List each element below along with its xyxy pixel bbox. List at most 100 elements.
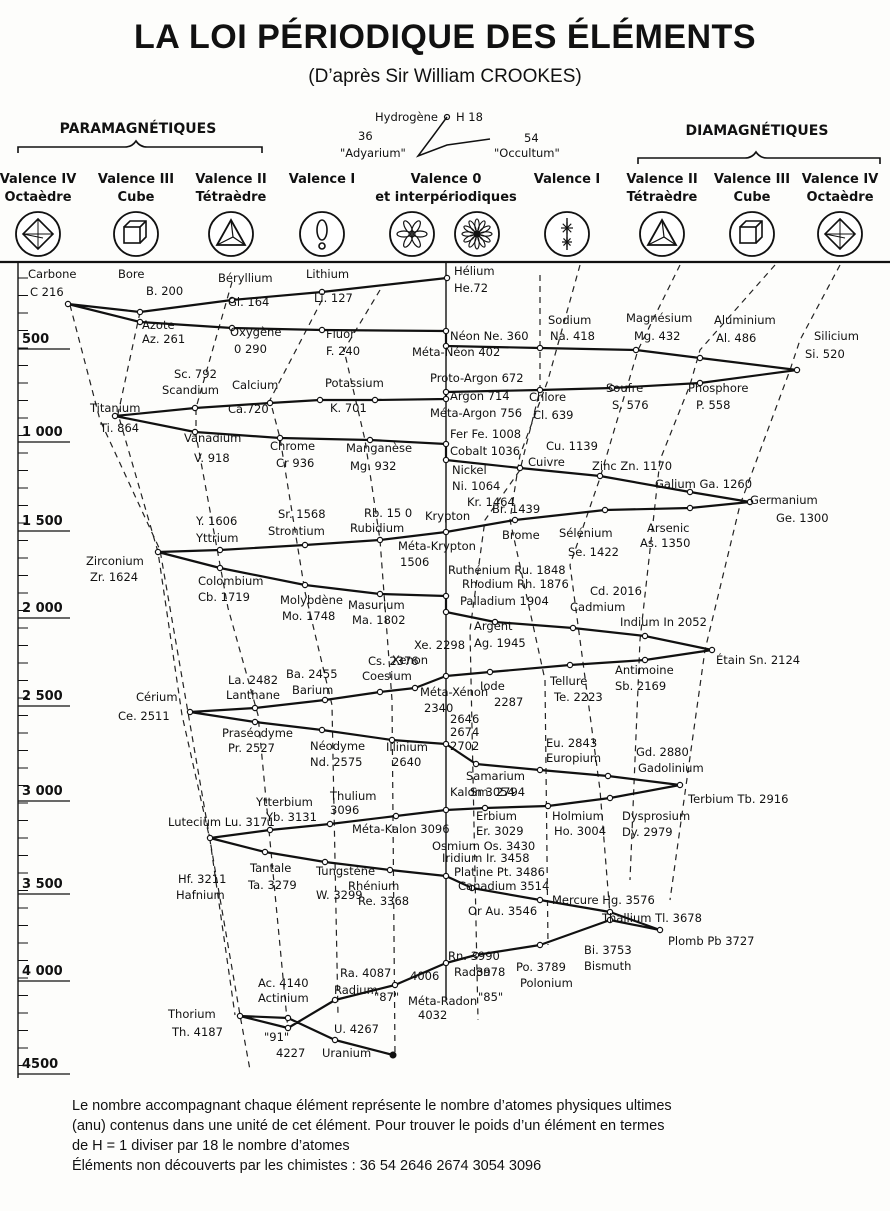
- element-label: Thulium: [329, 789, 376, 803]
- element-node: [388, 736, 396, 744]
- element-label: Plomb Pb 3727: [668, 934, 754, 948]
- element-label: He.72: [454, 281, 488, 295]
- element-label: Argent: [474, 619, 513, 633]
- element-label: Chlore: [529, 390, 566, 404]
- element-label: Sb. 2169: [615, 679, 666, 693]
- element-label: Nickel: [452, 463, 487, 477]
- axis-tick-label: 4500: [22, 1057, 58, 1072]
- element-label: Cd. 2016: [590, 584, 642, 598]
- column-header-line: Valence IV: [802, 172, 879, 187]
- element-node: [216, 546, 224, 554]
- column-header-line: Cube: [734, 190, 771, 205]
- element-label: Al. 486: [716, 331, 756, 345]
- element-label: Hf. 3211: [178, 872, 226, 886]
- element-label: Chrome: [270, 439, 315, 453]
- footer-line: Éléments non découverts par les chimiste…: [72, 1158, 542, 1174]
- element-label: Te. 2223: [553, 690, 603, 704]
- element-label: Br. 1439: [492, 502, 540, 516]
- element-label: V. 918: [194, 451, 230, 465]
- element-label: Ytterbium: [255, 795, 313, 809]
- element-node: [284, 1014, 292, 1022]
- element-label: U. 4267: [334, 1022, 379, 1036]
- hydrogen-branch: [415, 116, 491, 158]
- element-label: Samarium: [466, 769, 525, 783]
- element-label: 4227: [276, 1046, 305, 1060]
- element-label: Mg. 432: [634, 329, 680, 343]
- element-label: Mercure Hg. 3576: [552, 893, 655, 907]
- element-label: Cr 936: [276, 456, 314, 470]
- element-node: [442, 395, 450, 403]
- element-label: Osmium Os. 3430: [432, 839, 535, 853]
- cube-icon: [113, 211, 159, 257]
- element-node: [442, 672, 450, 680]
- element-label: Zinc Zn. 1170: [592, 459, 672, 473]
- element-node: [569, 624, 577, 632]
- element-label: Ba. 2455: [286, 667, 338, 681]
- column-header-line: Valence 0: [411, 172, 482, 187]
- flower-star-icon: [389, 211, 435, 257]
- element-label: Eu. 2843: [546, 736, 597, 750]
- element-node: [316, 396, 324, 404]
- element-label: Méta-Krypton: [398, 539, 476, 553]
- element-label: Titanium: [89, 401, 140, 415]
- element-node: [266, 399, 274, 407]
- element-node: [442, 440, 450, 448]
- element-node: [326, 820, 334, 828]
- element-node: [136, 308, 144, 316]
- element-node: [331, 996, 339, 1004]
- element-label: Mg. 932: [350, 459, 396, 473]
- element-node: [411, 684, 419, 692]
- element-label: Strontium: [268, 524, 325, 538]
- element-node: [606, 908, 614, 916]
- element-label: Ca.720: [228, 402, 269, 416]
- axis-tick-label: 2 000: [22, 601, 63, 616]
- element-label: La. 2482: [228, 673, 278, 687]
- element-label: Sélénium: [559, 526, 613, 540]
- element-label: Carbone: [28, 267, 77, 281]
- element-label: Tungstène: [315, 864, 375, 878]
- element-label: Se. 1422: [568, 545, 619, 559]
- element-label: Proto-Argon 672: [430, 371, 524, 385]
- column-header-line: Tétraèdre: [196, 190, 267, 205]
- element-node: [442, 959, 450, 967]
- element-node: [696, 354, 704, 362]
- element-label: Méta-Argon 756: [430, 406, 522, 420]
- element-label: Ac. 4140: [258, 976, 309, 990]
- element-node: [442, 806, 450, 814]
- element-label: 2702: [450, 739, 479, 753]
- element-label: W. 3299: [316, 888, 363, 902]
- column-header-line: Valence II: [626, 172, 697, 187]
- element-label: Kr. 1464: [467, 495, 515, 509]
- element-label: 1506: [400, 555, 429, 569]
- adyarium-name: "Adyarium": [340, 146, 406, 160]
- element-node: [318, 726, 326, 734]
- element-label: Hélium: [454, 264, 495, 278]
- element-node: [481, 804, 489, 812]
- element-node: [606, 794, 614, 802]
- element-node: [793, 366, 801, 374]
- element-label: Ag. 1945: [474, 636, 526, 650]
- element-node: [318, 288, 326, 296]
- element-node: [606, 916, 614, 924]
- element-label: Molybdène: [280, 593, 343, 607]
- element-node: [228, 324, 236, 332]
- element-node: [284, 1024, 292, 1032]
- column-guides: [69, 262, 841, 1071]
- element-label: Gl. 164: [228, 295, 269, 309]
- element-label: Europium: [546, 751, 601, 765]
- element-label: Manganèse: [346, 441, 412, 455]
- element-node: [191, 404, 199, 412]
- element-node: [491, 618, 499, 626]
- element-node: [331, 1036, 339, 1044]
- element-label: Terbium Tb. 2916: [687, 792, 788, 806]
- element-node: [442, 608, 450, 616]
- element-label: Indium In 2052: [620, 615, 707, 629]
- element-node: [442, 528, 450, 536]
- element-node: [442, 592, 450, 600]
- element-node: [696, 379, 704, 387]
- element-label: "87": [374, 990, 399, 1004]
- element-label: Sodium: [548, 313, 591, 327]
- column-header-line: Cube: [118, 190, 155, 205]
- element-label: Brome: [502, 528, 540, 542]
